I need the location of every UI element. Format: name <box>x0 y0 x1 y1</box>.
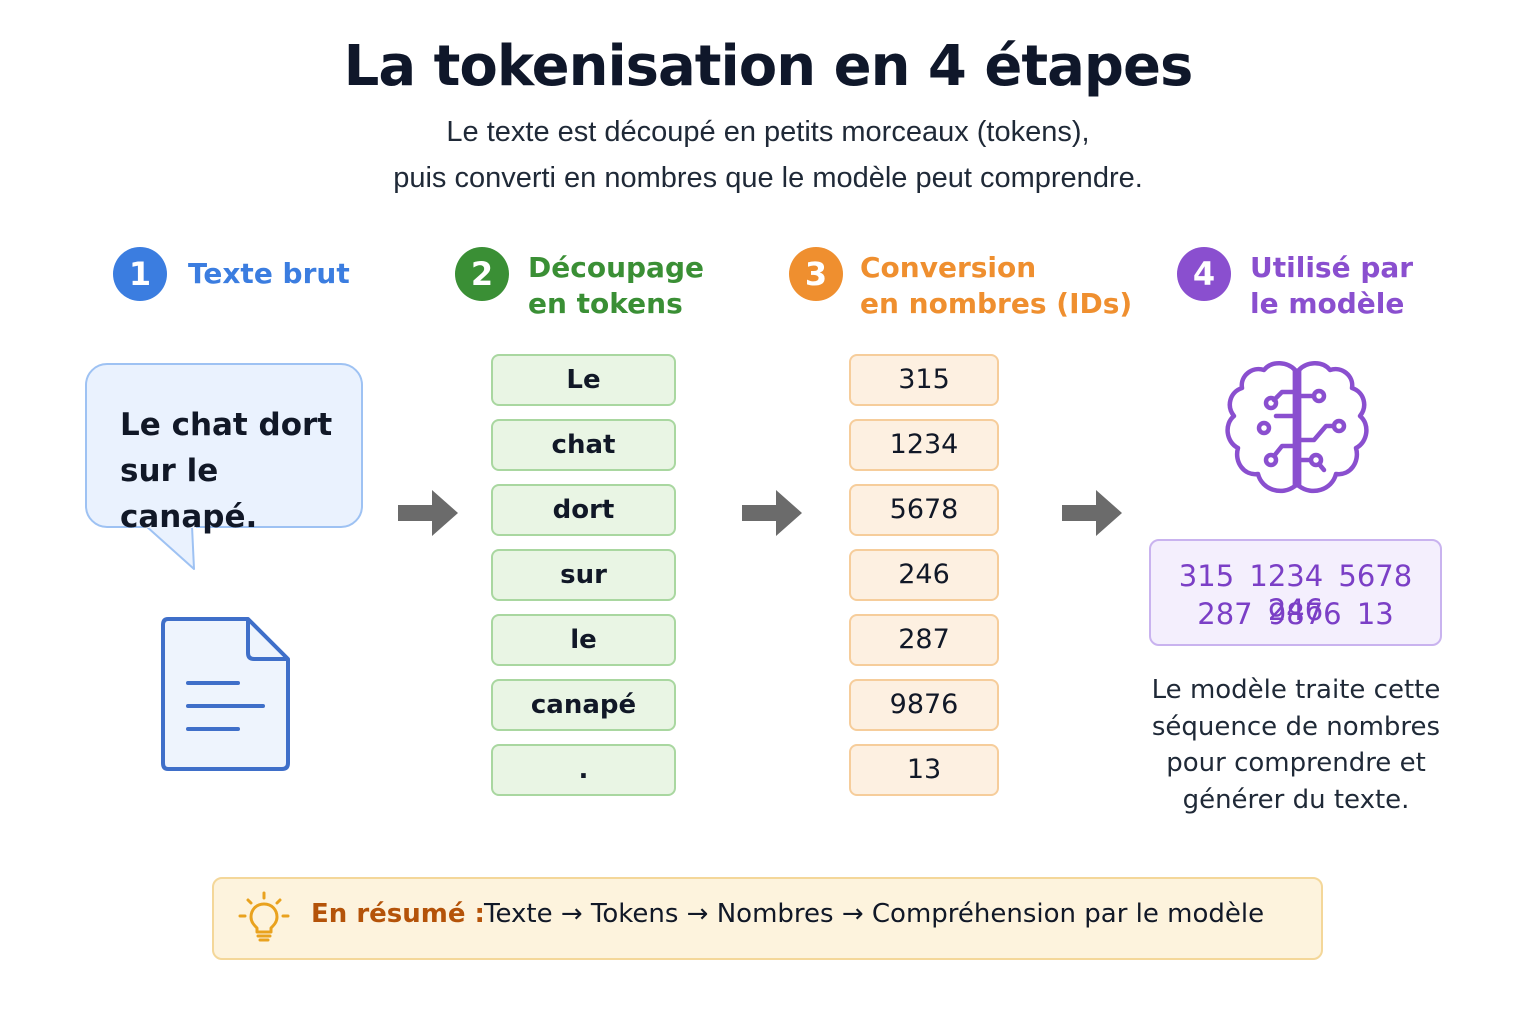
step-4-label-line-1: Utilisé par <box>1250 251 1414 284</box>
step-1-number: 1 <box>113 247 167 301</box>
id-sequence-box <box>1149 539 1442 646</box>
token-id-box: 13 <box>849 744 999 796</box>
step-2-label-line-2: en tokens <box>528 287 683 320</box>
document-icon <box>161 617 290 771</box>
token-id-box: 246 <box>849 549 999 601</box>
token-box: dort <box>491 484 676 536</box>
token-box: sur <box>491 549 676 601</box>
step-2-label-line-1: Découpage <box>528 251 704 284</box>
model-description-line: pour comprendre et <box>1166 748 1426 778</box>
lightbulb-icon <box>238 891 290 942</box>
raw-text: Le chat dort sur le canapé. <box>120 402 360 540</box>
summary-bar <box>212 877 1323 960</box>
step-4-label-line-2: le modèle <box>1250 287 1405 320</box>
token-id-box: 315 <box>849 354 999 406</box>
arrow-icon-2 <box>742 490 802 536</box>
summary-label: En résumé : <box>311 899 485 929</box>
model-description: Le modèle traite cette séquence de nombr… <box>1130 672 1462 818</box>
token-box: chat <box>491 419 676 471</box>
token-id-box: 9876 <box>849 679 999 731</box>
subtitle-line-1: Le texte est découpé en petits morceaux … <box>446 116 1090 148</box>
subtitle-line-2: puis converti en nombres que le modèle p… <box>393 162 1143 194</box>
step-3-label-line-2: en nombres (IDs) <box>860 287 1133 320</box>
token-id-box: 287 <box>849 614 999 666</box>
raw-text-line-2: sur le canapé. <box>120 453 258 535</box>
step-3-label: Conversion en nombres (IDs) <box>860 250 1132 322</box>
bubble-tail <box>144 520 196 570</box>
raw-text-bubble <box>85 363 363 528</box>
step-4-number: 4 <box>1177 247 1231 301</box>
raw-text-line-1: Le chat dort <box>120 407 333 443</box>
brain-icon <box>1225 361 1369 494</box>
step-4-label: Utilisé par le modèle <box>1250 250 1413 322</box>
token-box: Le <box>491 354 676 406</box>
step-1-label-line-1: Texte brut <box>188 257 350 290</box>
step-2-number: 2 <box>455 247 509 301</box>
model-description-line: Le modèle traite cette <box>1151 675 1441 705</box>
id-sequence-line-1: 315 1234 5678 246 <box>1178 559 1413 627</box>
id-sequence-line-2: 287 9876 13 <box>1197 597 1394 631</box>
token-box: le <box>491 614 676 666</box>
token-id-box: 5678 <box>849 484 999 536</box>
summary-text: Texte → Tokens → Nombres → Compréhension… <box>484 899 1265 929</box>
arrow-icon-3 <box>1062 490 1122 536</box>
token-box: canapé <box>491 679 676 731</box>
model-description-line: générer du texte. <box>1182 784 1410 815</box>
step-2-label: Découpage en tokens <box>528 250 704 322</box>
token-id-box: 1234 <box>849 419 999 471</box>
model-description-line: séquence de nombres <box>1151 711 1441 742</box>
token-box: . <box>491 744 676 796</box>
step-3-label-line-1: Conversion <box>860 251 1037 284</box>
step-3-number: 3 <box>789 247 843 301</box>
page-title: La tokenisation en 4 étapes <box>343 34 1194 99</box>
step-1-label: Texte brut <box>188 256 350 292</box>
arrow-icon-1 <box>398 490 458 536</box>
